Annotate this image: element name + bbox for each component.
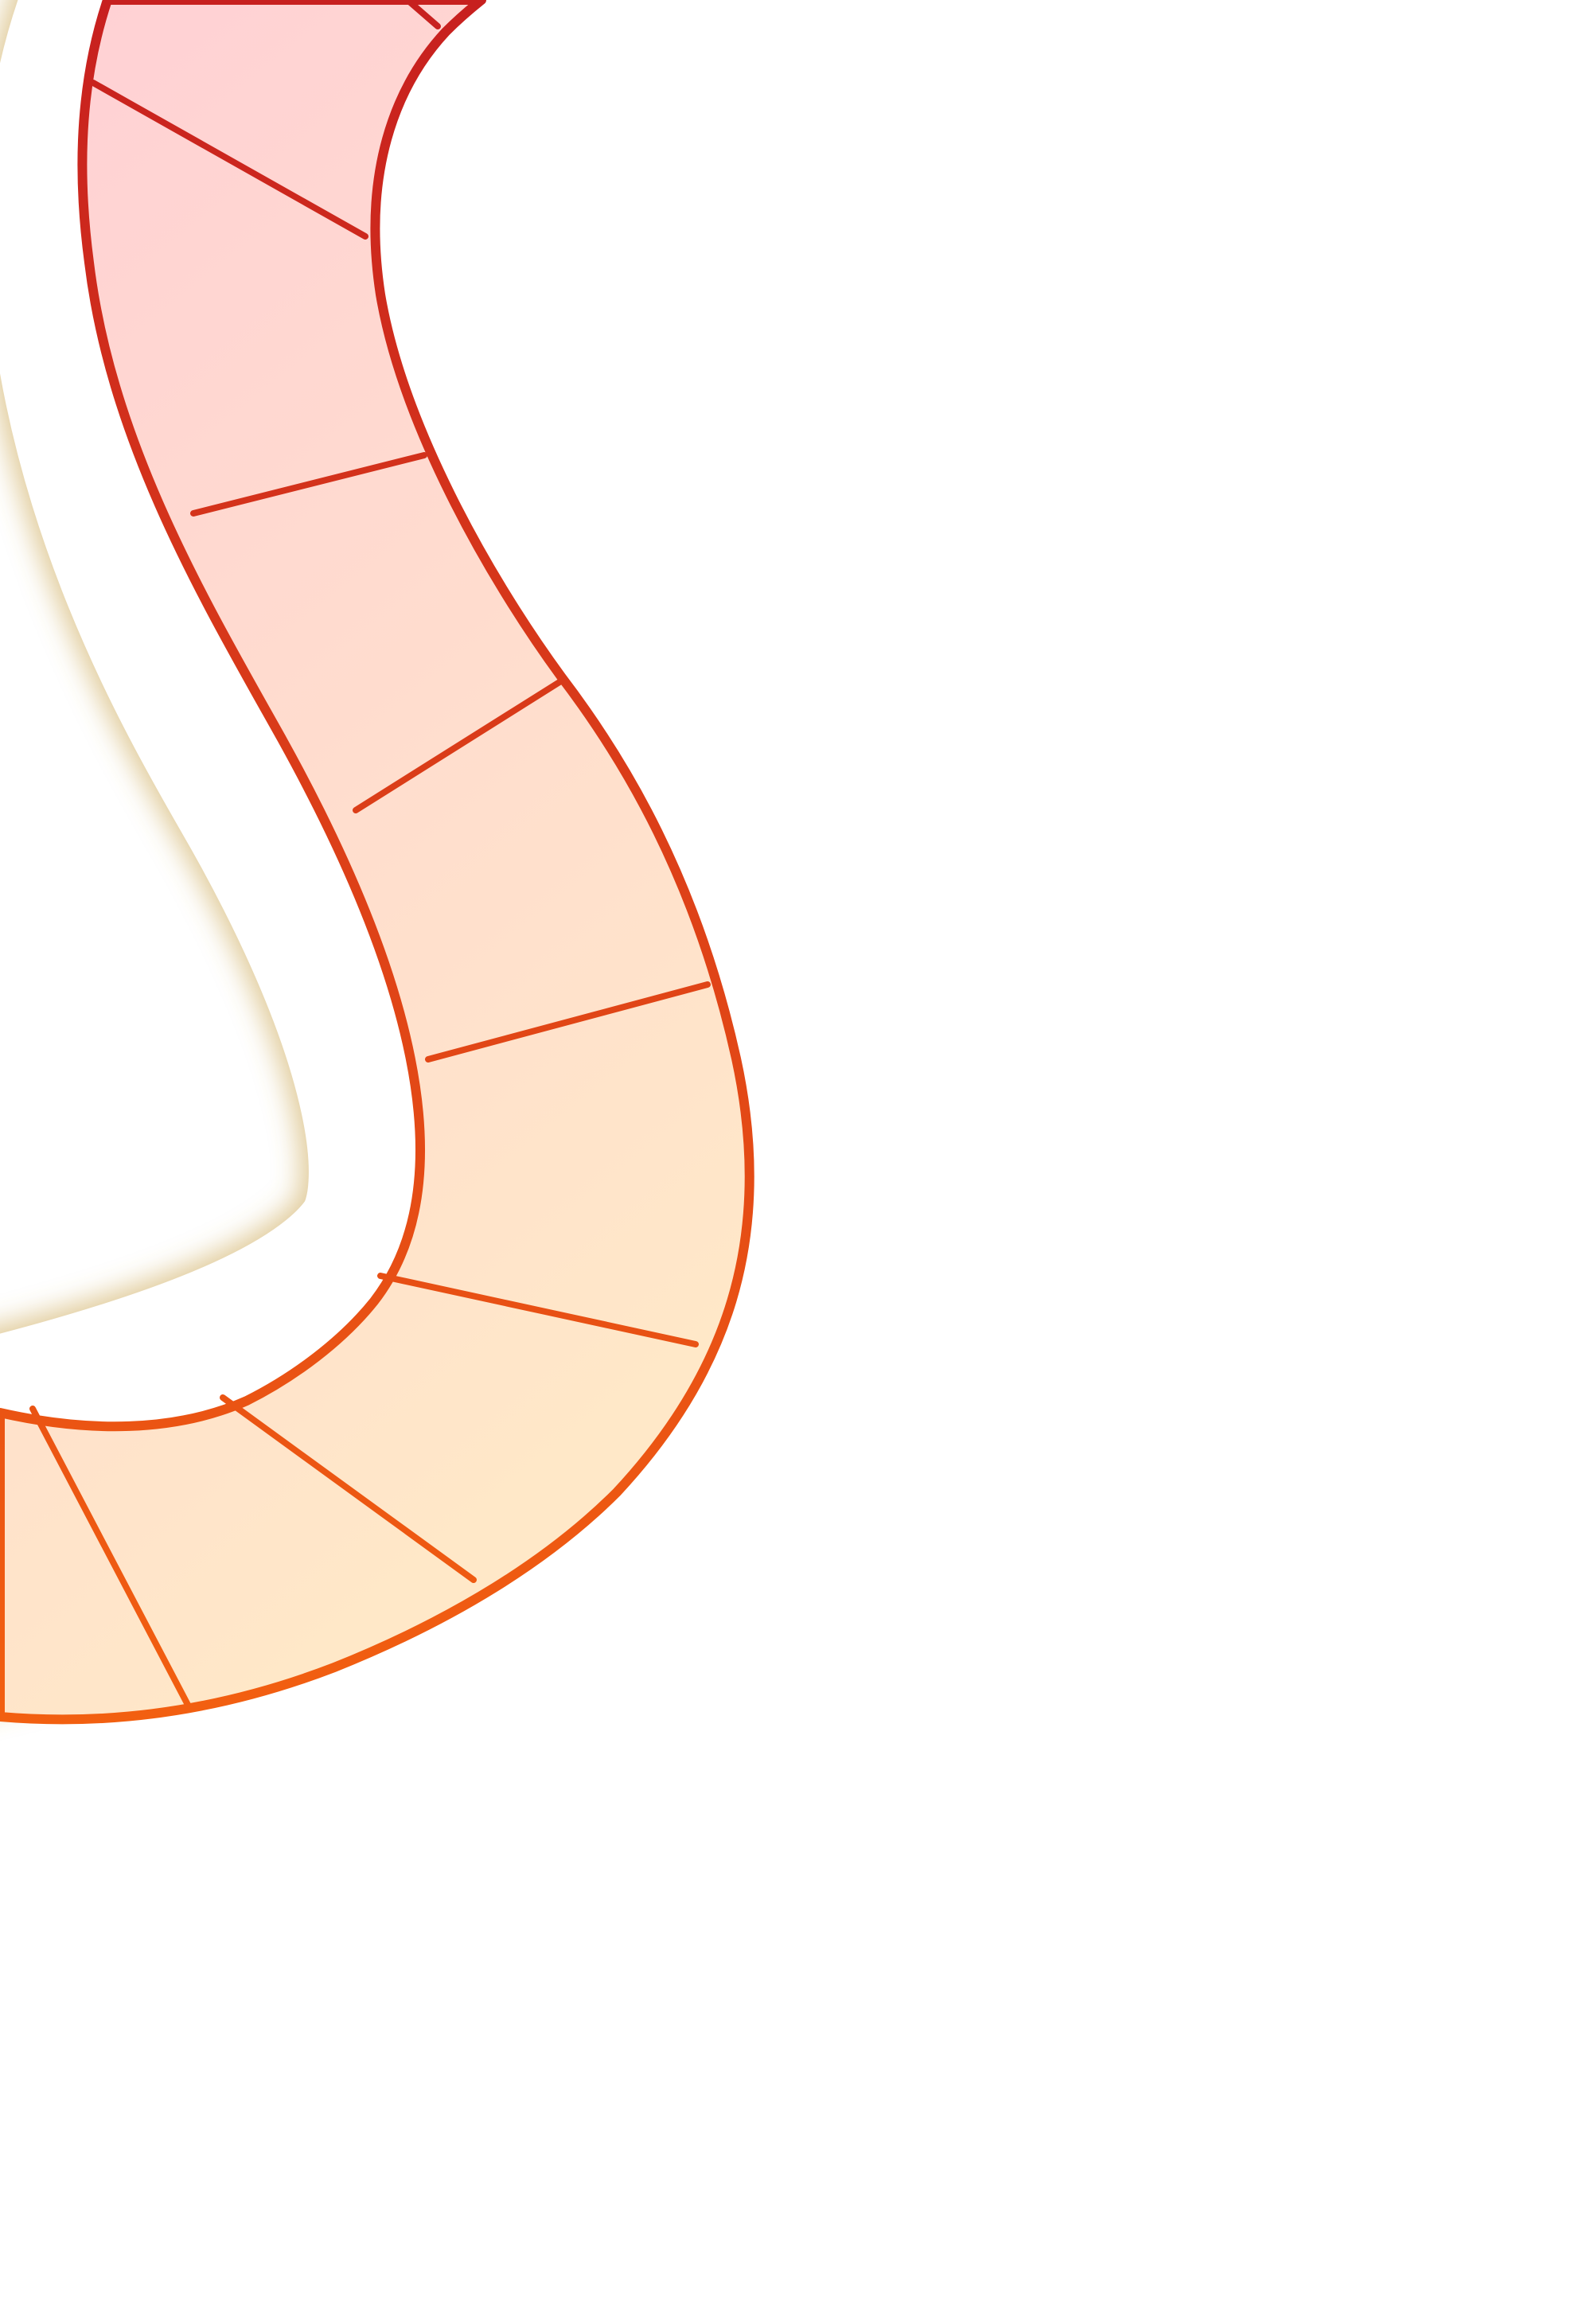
space-3[interactable] [190, 452, 427, 517]
space-6[interactable] [377, 1273, 699, 1347]
space-8[interactable] [29, 1406, 191, 1708]
space-dividers [29, 0, 711, 1708]
space-7[interactable] [220, 1394, 477, 1583]
space-5[interactable] [425, 981, 711, 1063]
track-body [0, 0, 754, 1725]
space-1[interactable] [404, 0, 441, 29]
space-4[interactable] [353, 679, 563, 813]
space-2[interactable] [90, 80, 368, 240]
